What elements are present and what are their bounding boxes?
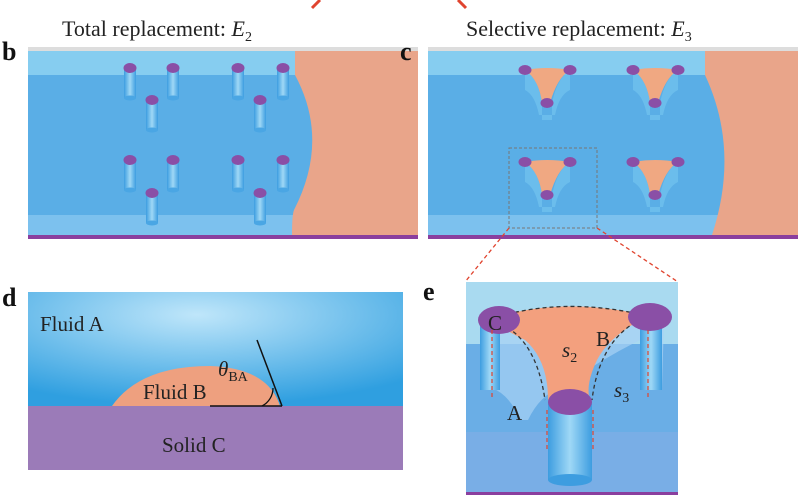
panel-title-c: Selective replacement: E3 — [466, 16, 692, 45]
panel-d: d Fluid A Fluid B Solid C θBA — [2, 283, 403, 470]
fluid-a-label: Fluid A — [40, 312, 104, 336]
fluid-b-region — [292, 51, 418, 235]
zoom-box — [508, 147, 598, 229]
label-c: C — [488, 311, 502, 335]
label-b: B — [596, 327, 610, 351]
contact-angle-label: θBA — [218, 357, 249, 385]
label-a: A — [507, 401, 523, 425]
solid-c-label: Solid C — [162, 433, 226, 457]
arrow-b — [310, 0, 322, 10]
label-s3: s3 — [614, 378, 629, 406]
panel-c: c Selective replacement: E3 — [400, 16, 798, 283]
panel-label-c: c — [400, 37, 412, 66]
fluid-b-label: Fluid B — [143, 380, 207, 404]
panel-b: b Total replacement: E2 — [2, 16, 418, 239]
arrow-c — [456, 0, 468, 10]
panel-label-b: b — [2, 37, 16, 66]
panel-label-d: d — [2, 283, 17, 312]
panel-e: e C B A s2 s3 — [423, 277, 678, 495]
panel-label-e: e — [423, 277, 435, 306]
label-s2: s2 — [562, 338, 577, 366]
fluid-b-droplet — [112, 366, 280, 406]
panel-title-b: Total replacement: E2 — [62, 16, 252, 45]
